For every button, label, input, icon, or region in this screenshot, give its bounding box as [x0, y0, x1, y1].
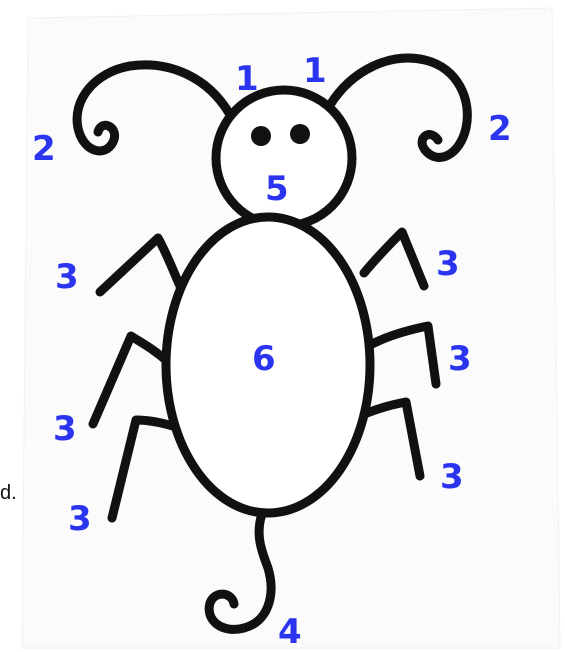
- label-antenna-right: 1: [303, 51, 327, 91]
- label-curl-right: 2: [488, 109, 512, 149]
- label-leg-left-bottom: 3: [68, 499, 92, 539]
- label-leg-left-mid: 3: [53, 409, 77, 449]
- label-antenna-left: 1: [235, 59, 259, 99]
- label-curl-left: 2: [32, 129, 56, 169]
- label-head: 5: [265, 169, 289, 209]
- label-leg-left-top: 3: [55, 257, 79, 297]
- left-eye: [251, 126, 271, 146]
- label-leg-right-top: 3: [436, 244, 460, 284]
- label-leg-right-mid: 3: [448, 339, 472, 379]
- label-tail: 4: [278, 612, 302, 652]
- label-leg-right-bottom: 3: [440, 457, 464, 497]
- right-eye: [290, 124, 310, 144]
- label-body: 6: [252, 339, 276, 379]
